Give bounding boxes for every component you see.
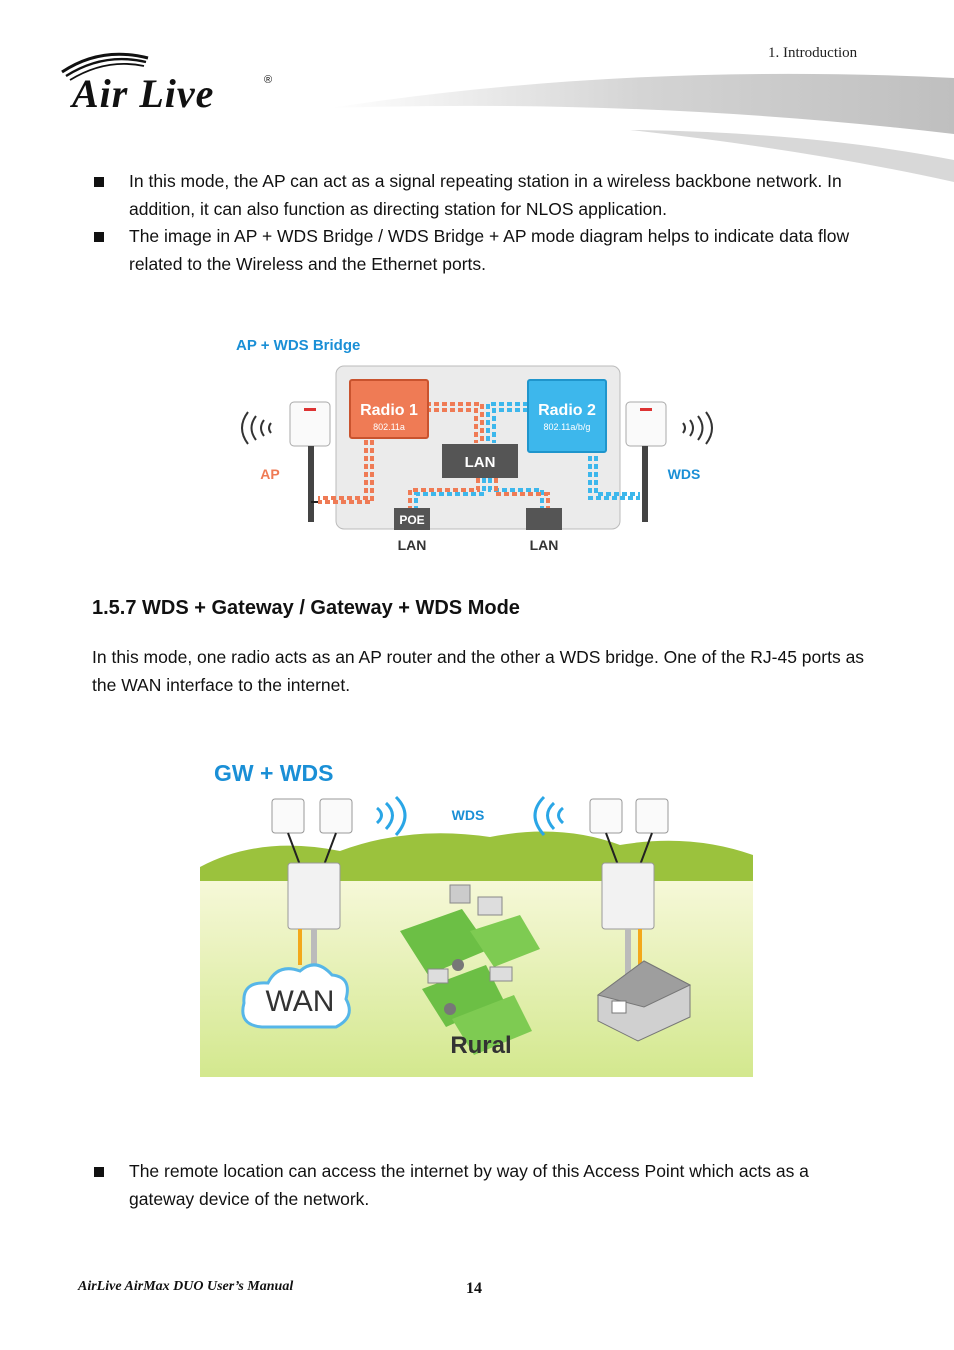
right-access-point (589, 798, 669, 993)
radio2-box (527, 379, 607, 453)
wan-cloud-icon (241, 963, 351, 1029)
bullet-text: The remote location can access the inter… (129, 1161, 809, 1209)
radio1-standard: 802.11a (373, 422, 405, 432)
left-access-point (271, 798, 353, 989)
list-item: The remote location can access the inter… (92, 1158, 872, 1213)
bullet-text: In this mode, the AP can act as a signal… (129, 171, 842, 219)
manual-title: AirLive AirMax DUO User’s Manual (78, 1279, 294, 1294)
logo-wordmark: Air Live (72, 71, 215, 116)
bullet-marker (94, 177, 104, 187)
diagram-title: AP + WDS Bridge (236, 337, 360, 354)
bullet-marker (94, 1167, 104, 1177)
rural-fields (400, 884, 540, 1055)
bullet-marker (94, 232, 104, 242)
wireless-signal-icon (375, 795, 407, 837)
radio1-name: Radio 1 (360, 402, 418, 419)
poe-port (394, 508, 430, 530)
wireless-signal-icon (682, 411, 713, 445)
left-port-label: LAN (398, 537, 427, 553)
chapter-title: 1. Introduction (768, 45, 858, 61)
rural-label: Rural (450, 1032, 511, 1059)
section-paragraph: In this mode, one radio acts as an AP ro… (92, 647, 865, 695)
header-swoosh (330, 73, 954, 182)
logo-arcs (61, 52, 149, 81)
lan-port-right (526, 508, 562, 530)
wireless-signal-icon (533, 795, 565, 837)
bullet-list-top: In this mode, the AP can act as a signal… (92, 168, 872, 278)
page-number: 14 (466, 1280, 482, 1297)
lan-switch-label: LAN (465, 454, 496, 471)
radio1-box (349, 379, 429, 439)
ap-side-label: AP (260, 466, 279, 482)
wds-link-label: WDS (452, 807, 485, 823)
airlive-logo: Air Live ® (56, 48, 286, 118)
house-icon (596, 960, 692, 1042)
list-item: In this mode, the AP can act as a signal… (92, 168, 872, 223)
wireless-signal-icon (241, 411, 272, 445)
wds-side-label: WDS (668, 466, 701, 482)
illustration-title: GW + WDS (214, 760, 333, 786)
wan-label: WAN (266, 985, 335, 1018)
poe-label: POE (399, 513, 424, 527)
lan-switch-box (442, 444, 518, 478)
gw-wds-illustration: GW + WDS WDS WAN R (200, 760, 753, 1077)
antenna-icon (625, 401, 667, 522)
radio2-standard: 802.11a/b/g (544, 422, 591, 432)
radio2-name: Radio 2 (538, 402, 596, 419)
right-port-label: LAN (530, 537, 559, 553)
bullet-text: The image in AP + WDS Bridge / WDS Bridg… (129, 226, 850, 274)
antenna-icon (289, 401, 331, 522)
registered-mark: ® (264, 74, 273, 86)
bullet-list-bottom: The remote location can access the inter… (92, 1158, 872, 1213)
list-item: The image in AP + WDS Bridge / WDS Bridg… (92, 223, 872, 278)
section-heading: 1.5.7 WDS + Gateway / Gateway + WDS Mode (92, 597, 520, 619)
ap-wds-bridge-diagram: AP + WDS Bridge Radio 1 802.11a Radio 2 … (236, 337, 713, 553)
